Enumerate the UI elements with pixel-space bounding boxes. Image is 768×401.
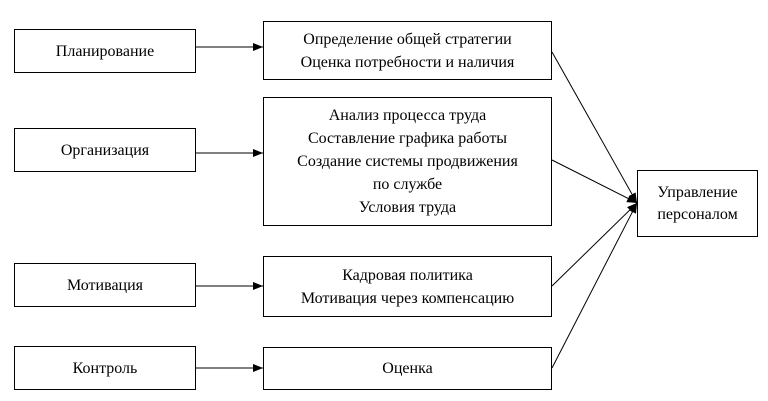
function-label-control: Контроль: [72, 359, 138, 377]
result-box-personnel-management: Управление персоналом: [637, 170, 758, 237]
activity-line: Кадровая политика: [342, 266, 473, 284]
function-box-control: Контроль: [14, 346, 196, 390]
activity-box-control: Оценка: [263, 347, 552, 390]
activity-box-organization: Анализ процесса труда Составление график…: [263, 97, 552, 226]
arrow-control-to-result: [551, 202, 638, 369]
function-box-organization: Организация: [14, 128, 196, 172]
activity-line: Анализ процесса труда: [328, 107, 487, 124]
arrow-organization-to-result: [551, 159, 638, 204]
function-label-planning: Планирование: [55, 42, 155, 60]
activity-line: Создание системы продвижения: [297, 153, 518, 170]
activity-box-motivation: Кадровая политика Мотивация через компен…: [263, 256, 552, 317]
result-label-line1: Управление: [657, 183, 738, 201]
arrow-planning-to-result: [551, 51, 638, 204]
activity-line: Определение общей стратегии: [303, 30, 512, 48]
arrow-motivation-to-result: [551, 202, 638, 287]
activity-line: Оценка потребности и наличия: [300, 53, 515, 71]
function-box-motivation: Мотивация: [14, 263, 196, 307]
activity-line: Мотивация через компенсацию: [300, 289, 515, 307]
activity-line: Составление графика работы: [307, 130, 508, 147]
activity-box-planning: Определение общей стратегии Оценка потре…: [263, 21, 552, 80]
activity-line: Условия труда: [358, 199, 457, 216]
function-label-motivation: Мотивация: [66, 276, 144, 294]
result-label-line2: персоналом: [657, 205, 738, 223]
function-box-planning: Планирование: [14, 29, 196, 73]
function-label-organization: Организация: [60, 141, 150, 159]
activity-line: Оценка: [382, 360, 433, 377]
activity-line: по службе: [372, 176, 443, 193]
